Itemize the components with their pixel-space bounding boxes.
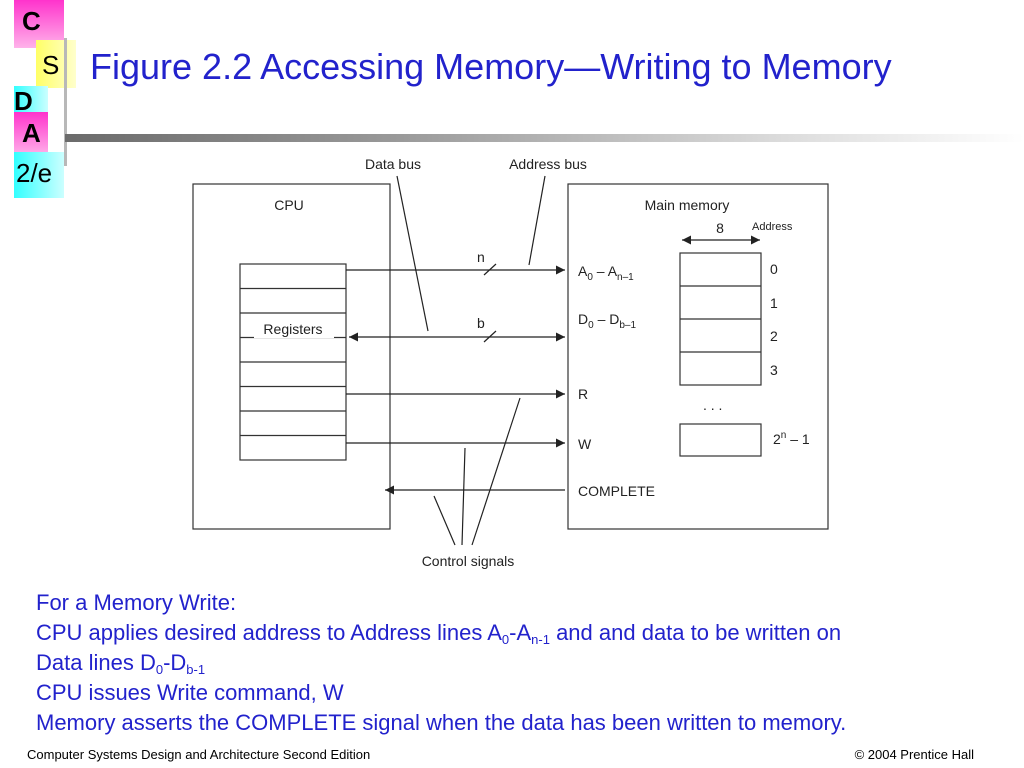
address-slash — [483, 263, 497, 276]
main-memory-label: Main memory — [645, 197, 730, 213]
address-width-n: n — [477, 249, 485, 265]
address-label: Address — [752, 221, 793, 233]
data-lines-label: D0 – Db–1 — [578, 311, 636, 331]
logo-cyan-block-2 — [14, 152, 64, 198]
address-lines-label: A0 – An–1 — [578, 263, 634, 283]
logo-letter-a: A — [22, 118, 41, 148]
slide-title: Figure 2.2 Accessing Memory—Writing to M… — [90, 46, 892, 87]
logo-vertical-line — [64, 38, 67, 166]
book-logo: C S D A 2/e — [0, 0, 80, 200]
data-bus-pointer — [396, 175, 429, 332]
complete-step: Memory asserts the COMPLETE signal when … — [36, 710, 847, 735]
registers-label-bg — [254, 318, 334, 338]
logo-yellow-block — [36, 40, 76, 88]
cpu-label: CPU — [274, 197, 304, 213]
footer-book-title: Computer Systems Design and Architecture… — [27, 747, 371, 762]
write-command-step: CPU issues Write command, W — [36, 680, 344, 705]
address-last: 2n – 1 — [773, 430, 810, 447]
data-width-b: b — [477, 315, 485, 331]
complete-label: COMPLETE — [578, 483, 655, 499]
read-label: R — [578, 386, 588, 402]
address-bus-label: Address bus — [509, 156, 587, 172]
data-lines-step: Data lines D0-Db-1 — [36, 650, 206, 677]
logo-edition: 2/e — [16, 158, 53, 188]
write-label: W — [578, 436, 592, 452]
explanation-text: For a Memory Write: CPU applies desired … — [36, 588, 1006, 738]
cpu-box — [192, 183, 391, 530]
memory-write-heading: For a Memory Write: — [36, 590, 237, 615]
main-memory-box — [567, 183, 829, 530]
logo-letter-d: D — [14, 86, 33, 116]
address-3: 3 — [770, 362, 778, 378]
data-bus-label: Data bus — [365, 156, 421, 172]
address-2: 2 — [770, 328, 778, 344]
registers-label: Registers — [263, 321, 322, 337]
width-label: 8 — [716, 220, 724, 236]
ellipsis: . . . — [703, 397, 722, 413]
logo-letter-c: C — [22, 6, 41, 36]
title-rule — [65, 134, 1024, 142]
control-signals-pointers — [433, 397, 521, 546]
address-1: 1 — [770, 295, 778, 311]
address-0: 0 — [770, 261, 778, 277]
logo-letter-s: S — [42, 50, 60, 80]
logo-magenta-block — [14, 112, 48, 156]
address-bus-pointer — [528, 175, 546, 266]
footer-copyright: © 2004 Prentice Hall — [854, 747, 974, 762]
memory-cells — [679, 252, 762, 457]
logo-cyan-block — [14, 86, 48, 116]
data-slash — [483, 330, 497, 343]
register-stack — [239, 263, 347, 461]
address-step: CPU applies desired address to Address l… — [36, 620, 842, 647]
control-signals-label: Control signals — [422, 553, 515, 569]
